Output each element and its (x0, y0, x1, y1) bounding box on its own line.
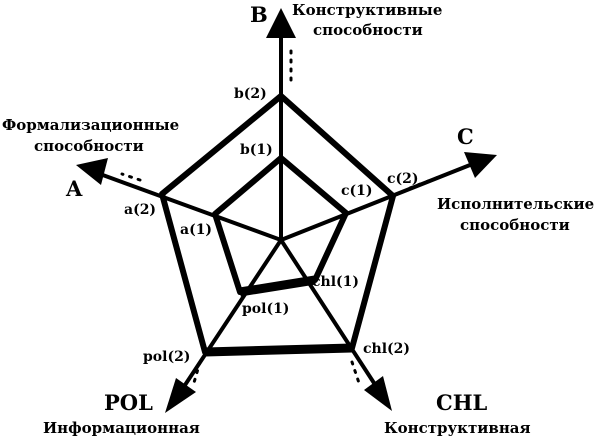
axis-desc-pol: Информационная (43, 419, 200, 437)
point-c1: c(1) (341, 183, 373, 199)
point-b1: b(1) (240, 142, 273, 158)
axis-letter-a: A (65, 176, 83, 201)
axis-pol (183, 238, 283, 387)
arrowheads (76, 8, 497, 413)
axis-letter-pol: POL (104, 390, 153, 415)
arrowhead-pol (165, 378, 196, 413)
point-a2: a(2) (124, 202, 156, 218)
point-pol1: pol(1) (242, 301, 289, 317)
axis-desc-a-2: способности (34, 137, 144, 155)
arrowhead-c (464, 152, 497, 178)
axis-desc-c-1: Исполнительские (437, 195, 594, 213)
point-a1: a(1) (180, 222, 212, 238)
point-pol2: pol(2) (143, 349, 190, 365)
dotted-extensions (120, 46, 454, 388)
axis-letter-c: C (457, 124, 474, 149)
axis-chl (279, 238, 376, 385)
arrowhead-a (76, 158, 108, 185)
arrowhead-chl (364, 376, 392, 411)
axis-a (98, 172, 283, 242)
point-chl1: chl(1) (312, 274, 359, 290)
axis-desc-c-2: способности (460, 216, 570, 234)
axis-desc-chl: Конструктивная (384, 419, 531, 437)
axis-desc-b-1: Конструктивные (292, 1, 442, 19)
axis-desc-a-1: Формализационные (2, 116, 179, 134)
axis-desc-b-2: способности (313, 21, 423, 39)
point-b2: b(2) (234, 86, 267, 102)
axis-letter-chl: CHL (436, 390, 488, 415)
point-c2: c(2) (387, 171, 419, 187)
point-chl2: chl(2) (363, 341, 410, 357)
axis-letter-b: B (250, 2, 268, 27)
arrowhead-b (266, 8, 296, 38)
